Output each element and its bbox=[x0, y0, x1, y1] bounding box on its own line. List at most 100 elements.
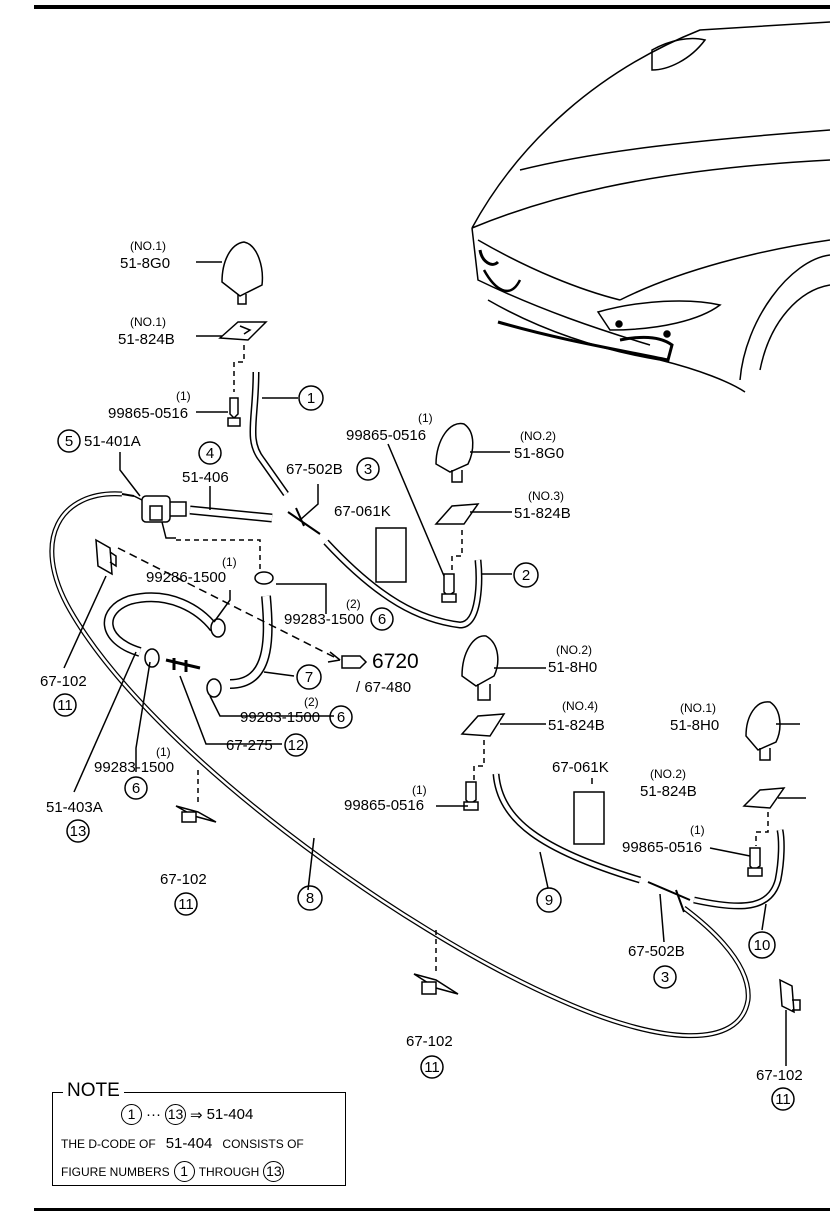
bracket-no1-left-qty: (NO.1) bbox=[130, 315, 166, 329]
callout-6-a: 6 bbox=[378, 611, 386, 628]
pad-a-part: 67-061K bbox=[334, 503, 391, 520]
nozzle-no2-left-icon bbox=[435, 422, 474, 483]
hose-1 bbox=[249, 371, 289, 497]
callout-10: 10 bbox=[754, 937, 771, 954]
bracket-no4-icon bbox=[460, 713, 506, 737]
screw-a-qty: (1) bbox=[176, 389, 191, 403]
nozzle-no2-right-part: 51-8H0 bbox=[548, 659, 597, 676]
callout-11-b: 11 bbox=[178, 896, 194, 913]
screw-c-part: 99865-0516 bbox=[344, 797, 424, 814]
note-arrow: ⇒ bbox=[190, 1106, 203, 1124]
clip11-d-part: 67-102 bbox=[756, 1067, 803, 1084]
screw-b-qty: (1) bbox=[418, 411, 433, 425]
callout-11-c: 11 bbox=[424, 1059, 440, 1076]
joint-3-top-part: 67-502B bbox=[286, 461, 343, 478]
joint-3-bottom-part: 67-502B bbox=[628, 943, 685, 960]
bracket-no4-part: 51-824B bbox=[548, 717, 605, 734]
clip6-b-qty: (2) bbox=[304, 695, 319, 709]
bracket-no3-icon bbox=[434, 503, 480, 525]
bracket-no4-qty: (NO.4) bbox=[562, 699, 598, 713]
callout-6-c: 6 bbox=[132, 780, 140, 797]
callout-8: 8 bbox=[306, 890, 314, 907]
nozzle-no1-left-part: 51-8G0 bbox=[120, 255, 170, 272]
bracket-no3-part: 51-824B bbox=[514, 505, 571, 522]
note-line2-a: THE D-CODE OF bbox=[61, 1137, 156, 1151]
pump-part: 51-401A bbox=[84, 433, 141, 450]
note-line2-code: 51-404 bbox=[165, 1135, 213, 1152]
hose-4-part: 51-406 bbox=[182, 469, 229, 486]
callout-3-top: 3 bbox=[364, 461, 372, 478]
callout-4: 4 bbox=[206, 445, 214, 462]
nozzle-no1-right-part: 51-8H0 bbox=[670, 717, 719, 734]
pad-icon bbox=[573, 791, 605, 845]
screw-c-qty: (1) bbox=[412, 783, 427, 797]
bracket-no2-part: 51-824B bbox=[640, 783, 697, 800]
clip6-a-part: 99283-1500 bbox=[284, 611, 364, 628]
pad-icon bbox=[375, 527, 407, 583]
screw-b-part: 99865-0516 bbox=[346, 427, 426, 444]
ref-67-480: / 67-480 bbox=[356, 679, 411, 696]
clip11-c-part: 67-102 bbox=[406, 1033, 453, 1050]
note-line-3: FIGURE NUMBERS 1 THROUGH 13 bbox=[61, 1161, 285, 1182]
callout-13: 13 bbox=[70, 823, 87, 840]
screw-head-icon bbox=[227, 417, 241, 427]
nozzle-no1-right-qty: (NO.1) bbox=[680, 701, 716, 715]
note-range-dots: ··· bbox=[146, 1106, 161, 1123]
nozzle-no1-left-qty: (NO.1) bbox=[130, 239, 166, 253]
screw-icon bbox=[443, 573, 455, 597]
screw-d-part: 99865-0516 bbox=[622, 839, 702, 856]
top-rule bbox=[34, 5, 830, 9]
note-range-code: 51-404 bbox=[206, 1106, 254, 1123]
guide-line bbox=[233, 345, 245, 392]
washer-pump-icon bbox=[133, 495, 187, 539]
note-line3-a: FIGURE NUMBERS bbox=[61, 1164, 170, 1179]
clip11-b-part: 67-102 bbox=[160, 871, 207, 888]
check-valve-part: 67-275 bbox=[226, 737, 273, 754]
ref-6720: 6720 bbox=[372, 650, 419, 673]
clamp-a-qty: (1) bbox=[222, 555, 237, 569]
callout-1: 1 bbox=[307, 390, 315, 407]
screw-icon bbox=[229, 397, 239, 420]
callout-5: 5 bbox=[65, 433, 73, 450]
hose-13-part: 51-403A bbox=[46, 799, 103, 816]
note-line3-end: 13 bbox=[263, 1161, 285, 1182]
screw-a-part: 99865-0516 bbox=[108, 405, 188, 422]
note-line2-b: CONSISTS OF bbox=[222, 1137, 304, 1151]
nozzle-no1-left-icon bbox=[221, 241, 264, 305]
clip6-a-qty: (2) bbox=[346, 597, 361, 611]
screw-d-qty: (1) bbox=[690, 823, 705, 837]
clip6-c-qty: (1) bbox=[156, 745, 171, 759]
note-title: NOTE bbox=[63, 1080, 124, 1102]
bracket-no3-qty: (NO.3) bbox=[528, 489, 564, 503]
nozzle-no2-right-qty: (NO.2) bbox=[556, 643, 592, 657]
nozzle-no2-left-part: 51-8G0 bbox=[514, 445, 564, 462]
note-line3-mid: THROUGH bbox=[198, 1164, 260, 1179]
callout-2: 2 bbox=[522, 567, 530, 584]
note-line-2: THE D-CODE OF 51-404 CONSISTS OF bbox=[61, 1135, 304, 1152]
callout-7: 7 bbox=[305, 669, 313, 686]
clamp-a-part: 99286-1500 bbox=[146, 569, 226, 586]
bracket-no2-qty: (NO.2) bbox=[650, 767, 686, 781]
nozzle-no2-right-icon bbox=[461, 635, 499, 701]
bracket-no1-left-icon bbox=[218, 321, 268, 341]
clip6-c-part: 99283-1500 bbox=[94, 759, 174, 776]
note-line3-start: 1 bbox=[173, 1161, 195, 1182]
note-box: NOTE 1 ··· 13 ⇒ 51-404 THE D-CODE OF 51-… bbox=[52, 1080, 346, 1186]
nozzle-no2-left-qty: (NO.2) bbox=[520, 429, 556, 443]
callout-12: 12 bbox=[288, 737, 305, 754]
callout-11-a: 11 bbox=[57, 697, 73, 714]
bracket-no2-icon bbox=[742, 787, 786, 809]
pad-b-part: 67-061K bbox=[552, 759, 609, 776]
bracket-no1-left-part: 51-824B bbox=[118, 331, 175, 348]
callout-6-b: 6 bbox=[337, 709, 345, 726]
callout-11-d: 11 bbox=[775, 1091, 791, 1108]
note-range-start: 1 bbox=[121, 1104, 142, 1125]
bottom-rule bbox=[34, 1208, 830, 1211]
callout-3-bottom: 3 bbox=[661, 969, 669, 986]
note-range: 1 ··· 13 ⇒ 51-404 bbox=[121, 1104, 253, 1125]
note-range-end: 13 bbox=[165, 1104, 186, 1125]
nozzle-no1-right-icon bbox=[745, 701, 781, 761]
clip11-a-part: 67-102 bbox=[40, 673, 87, 690]
